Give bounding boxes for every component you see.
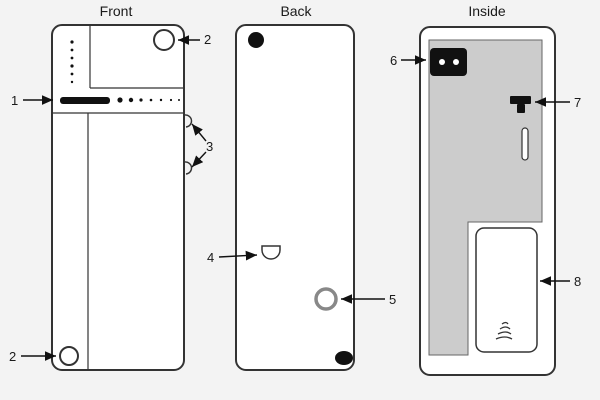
- front-bottom-circle-icon: [59, 346, 79, 366]
- callout-7-label: 7: [574, 95, 581, 110]
- front-display-bar-icon: [60, 97, 110, 104]
- callout-3-label: 3: [206, 139, 213, 154]
- callout-2-bottom-label: 2: [9, 349, 16, 364]
- battery-spring-icon: [495, 321, 513, 340]
- callout-6-label: 6: [390, 53, 397, 68]
- internal-switch-icon: [510, 96, 531, 113]
- front-body-outline: [51, 24, 185, 371]
- callout-5-label: 5: [389, 292, 396, 307]
- front-view: Front: [51, 3, 193, 371]
- inside-view-title: Inside: [468, 3, 506, 19]
- callout-4-label: 4: [207, 250, 214, 265]
- front-side-hook-top-icon: [184, 114, 193, 128]
- callout-1-label: 1: [11, 93, 18, 108]
- callout-2-top-label: 2: [204, 32, 211, 47]
- front-side-hook-bottom-icon: [184, 161, 193, 175]
- back-view-title: Back: [280, 3, 312, 19]
- front-top-circle-icon: [153, 29, 175, 51]
- inside-slot-icon: [521, 127, 529, 161]
- back-top-hole-icon: [248, 32, 264, 48]
- inside-shaded-region: [428, 39, 543, 356]
- callout-annotations: 1 2 2 3 4 5 6 7 8: [9, 32, 581, 364]
- back-ring-icon: [314, 287, 338, 311]
- callout-3-arrow-top: [191, 123, 207, 142]
- back-view: Back: [235, 3, 355, 371]
- callout-3-arrow-bottom: [191, 151, 207, 168]
- inside-view: Inside: [419, 3, 556, 376]
- callout-4-arrow: [218, 250, 258, 261]
- front-indicator-dot-row-icon: [117, 97, 180, 103]
- battery-compartment-outline: [475, 227, 538, 353]
- front-indicator-dot-column-icon: [70, 40, 74, 84]
- back-notch-icon: [261, 245, 281, 260]
- back-body-outline: [235, 24, 355, 371]
- back-bottom-hole-icon: [335, 351, 353, 365]
- callout-8-label: 8: [574, 274, 581, 289]
- power-socket-icon: [430, 48, 467, 76]
- front-view-title: Front: [100, 3, 133, 19]
